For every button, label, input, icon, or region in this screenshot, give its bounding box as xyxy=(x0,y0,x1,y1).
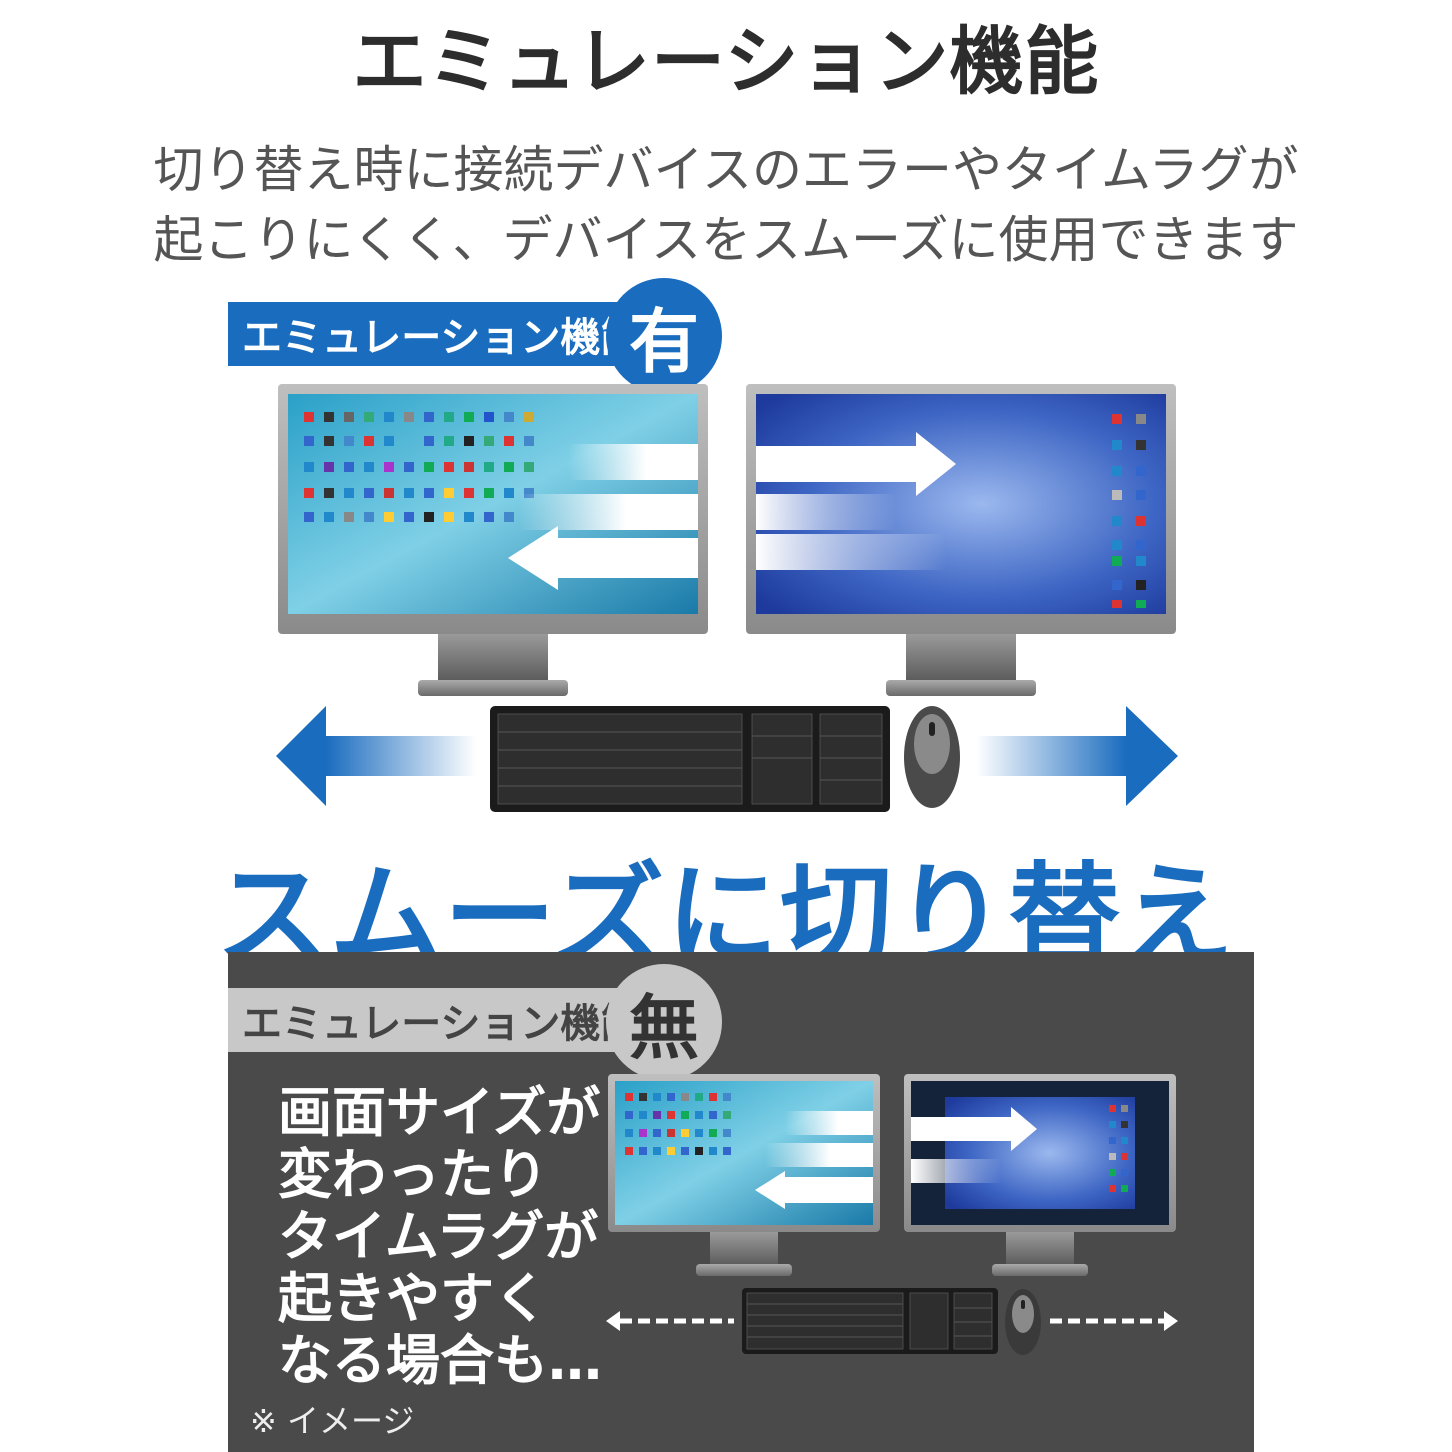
small-left-screen xyxy=(615,1081,873,1225)
emulation-off-mark: 無 xyxy=(606,964,722,1080)
arrow-left-icon xyxy=(276,706,476,806)
small-right-screen xyxy=(911,1081,1169,1225)
arrow-right-icon xyxy=(1050,1311,1178,1331)
image-note: ※ イメージ xyxy=(250,1402,415,1440)
subtitle-line-1: 切り替え時に接続デバイスのエラーやタイムラグが xyxy=(153,141,1299,199)
arrow-left-icon xyxy=(755,1171,873,1209)
subtitle-line-2: 起こりにくく、デバイスをスムーズに使用できます xyxy=(153,211,1299,269)
warning-line-3: タイムラグが xyxy=(278,1205,599,1268)
left-monitor xyxy=(278,384,708,696)
arrow-right-icon xyxy=(756,432,956,496)
warning-line-2: 変わったり xyxy=(278,1143,548,1206)
stripe-4 xyxy=(756,534,946,570)
small-left-monitor xyxy=(608,1074,880,1276)
emulation-off-badge: エミュレーション機能 xyxy=(228,988,648,1052)
keyboard-icon xyxy=(490,706,890,812)
stripe-3 xyxy=(756,494,896,530)
arrow-right-icon xyxy=(911,1107,1037,1151)
switch-arrows xyxy=(276,706,1178,806)
emulation-on-badge: エミュレーション機能 xyxy=(228,302,648,366)
right-screen xyxy=(756,394,1166,614)
emulation-off-label: エミュレーション機能 xyxy=(242,1001,641,1047)
desktop-icons-right xyxy=(1112,414,1146,608)
arrow-left-icon xyxy=(606,1311,734,1331)
stripe-1 xyxy=(568,444,698,480)
page-title: エミュレーション機能 xyxy=(352,19,1100,105)
warning-line-4: 起きやすく xyxy=(278,1267,548,1330)
desktop-icons xyxy=(304,412,534,522)
keyboard-keys xyxy=(497,713,883,805)
right-monitor xyxy=(746,384,1176,696)
small-keyboard-icon xyxy=(742,1288,998,1354)
dashed-switch-arrows xyxy=(606,1311,1178,1331)
mouse-icon xyxy=(904,706,960,808)
left-screen xyxy=(288,394,698,614)
arrow-left-icon xyxy=(508,526,698,590)
emulation-on-mark: 有 xyxy=(606,278,722,394)
warning-line-1: 画面サイズが xyxy=(278,1081,601,1144)
small-right-monitor xyxy=(904,1074,1176,1276)
stripe-2 xyxy=(518,494,698,530)
warning-line-5: なる場合も… xyxy=(278,1329,602,1392)
small-mouse-icon xyxy=(1005,1289,1041,1355)
arrow-right-icon xyxy=(976,706,1178,806)
emulation-on-label: エミュレーション機能 xyxy=(242,315,641,361)
